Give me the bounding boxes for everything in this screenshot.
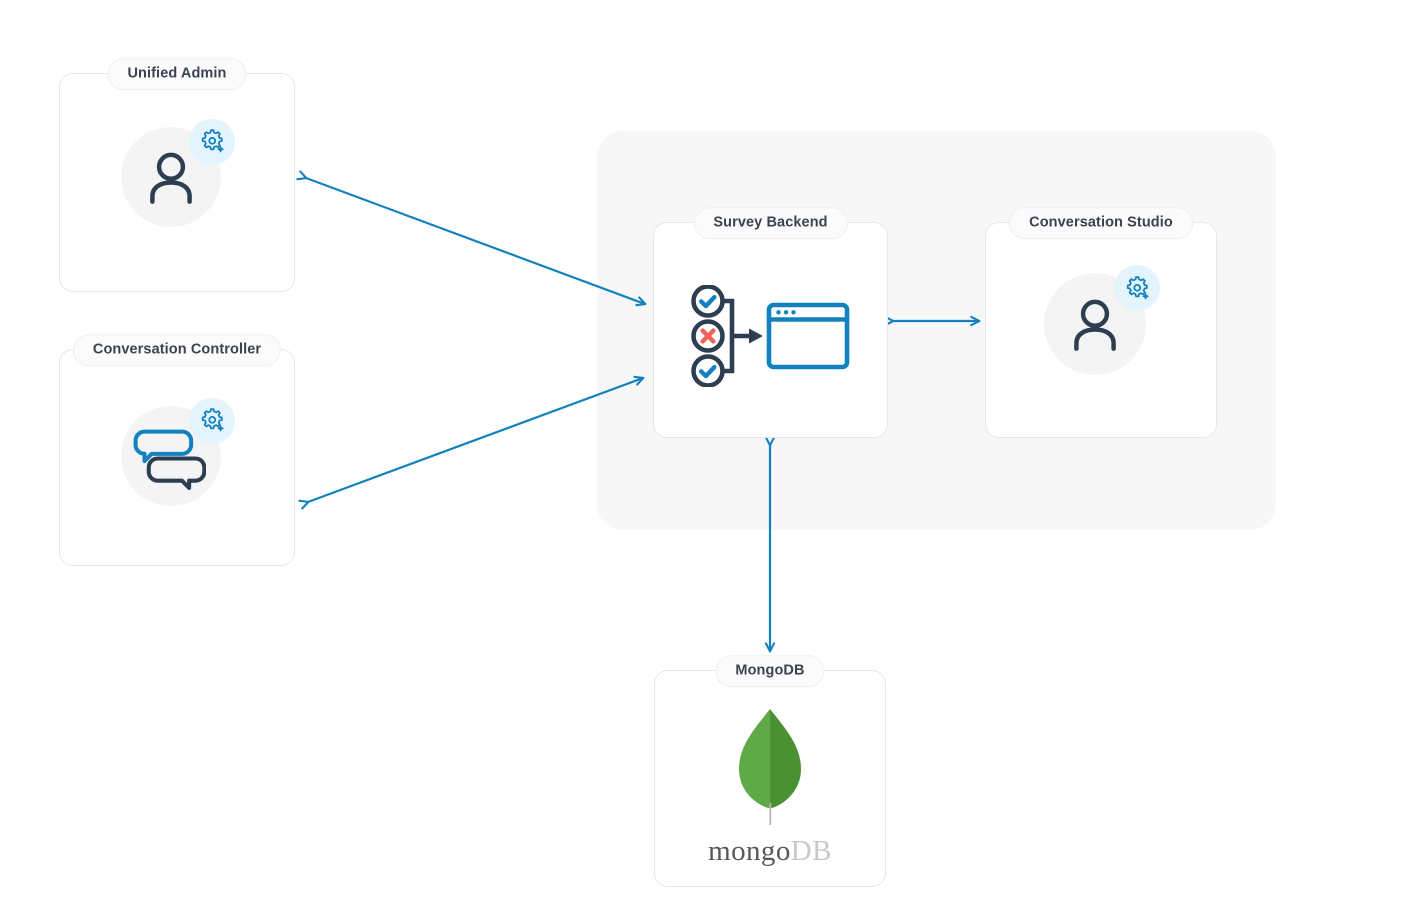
- node-label-unified-admin: Unified Admin: [107, 58, 247, 90]
- gear-sparkle-icon: [201, 129, 224, 153]
- node-body-conversation-studio: [986, 223, 1216, 437]
- node-label-mongodb: MongoDB: [715, 655, 825, 687]
- gear-badge: [189, 118, 235, 165]
- avatar-disc: [1044, 265, 1160, 375]
- connector-controller-backend: [298, 375, 645, 510]
- node-unified-admin[interactable]: Unified Admin: [59, 58, 295, 292]
- node-label-survey-backend: Survey Backend: [693, 207, 848, 239]
- user-icon: [1074, 299, 1116, 351]
- node-label-conversation-controller: Conversation Controller: [72, 334, 282, 366]
- gear-sparkle-icon: [1126, 275, 1149, 300]
- gear-badge: [189, 397, 235, 444]
- connector-admin-backend: [296, 170, 647, 307]
- node-body-survey-backend: [654, 223, 887, 437]
- node-body-unified-admin: [60, 74, 294, 291]
- mongodb-wordmark: mongoDB: [708, 837, 832, 866]
- mongodb-word-mongo: mongo: [708, 835, 791, 867]
- user-icon: [150, 152, 192, 204]
- chat-bubbles-icon: [133, 429, 206, 490]
- avatar-disc: [121, 118, 235, 227]
- mongodb-word-db: DB: [790, 835, 832, 867]
- chat-disc: [121, 397, 235, 506]
- mongodb-logo: mongoDB: [708, 707, 832, 866]
- node-body-mongodb: mongoDB: [655, 671, 885, 886]
- node-mongodb[interactable]: MongoDB mongoDB: [654, 655, 886, 887]
- checklist-browser-icon: [690, 285, 849, 387]
- gear-sparkle-icon: [201, 408, 224, 432]
- gear-badge: [1114, 265, 1160, 311]
- node-survey-backend[interactable]: Survey Backend: [653, 207, 888, 438]
- mongodb-leaf-icon: [739, 709, 801, 825]
- node-body-conversation-controller: [60, 350, 294, 565]
- node-conversation-studio[interactable]: Conversation Studio: [985, 207, 1217, 438]
- node-label-conversation-studio: Conversation Studio: [1009, 207, 1193, 239]
- node-conversation-controller[interactable]: Conversation Controller: [59, 334, 295, 566]
